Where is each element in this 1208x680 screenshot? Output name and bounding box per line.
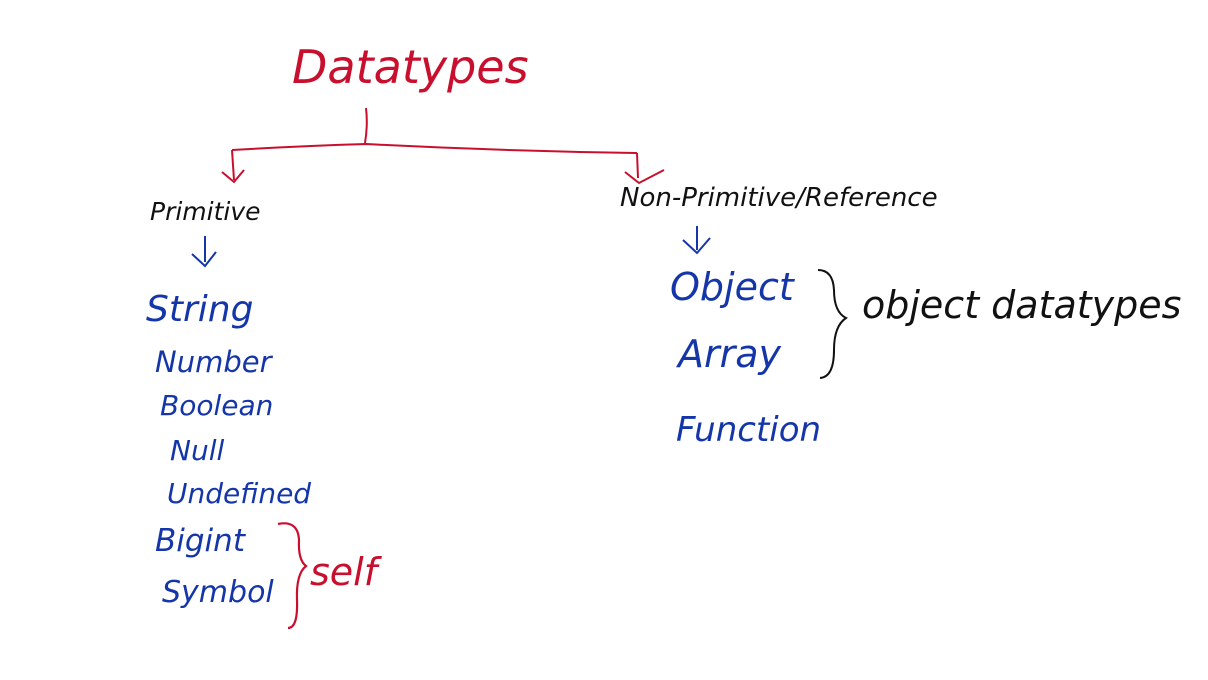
self-note: self	[310, 550, 378, 594]
arrow-non-primitive-list	[682, 226, 711, 255]
primitive-item: Undefined	[167, 477, 312, 510]
primitive-item: Number	[155, 345, 272, 379]
primitive-heading: Primitive	[150, 197, 261, 226]
non-primitive-item: Object	[670, 265, 794, 309]
non-primitive-item: Array	[678, 332, 782, 376]
arrow-primitive-list	[191, 236, 217, 268]
diagram-title: Datatypes	[292, 40, 529, 94]
primitive-item: String	[146, 289, 254, 330]
object-datatypes-note: object datatypes	[862, 283, 1182, 327]
non-primitive-heading: Non-Primitive/Reference	[620, 183, 938, 213]
non-primitive-item: Function	[676, 410, 822, 450]
primitive-item: Boolean	[160, 389, 274, 422]
primitive-item: Null	[170, 434, 225, 467]
arrow-to-non-primitive	[636, 152, 639, 179]
title-stem	[364, 107, 368, 144]
primitive-item: Symbol	[162, 575, 274, 610]
primitive-item: Bigint	[155, 523, 245, 559]
object-datatypes-brace	[817, 269, 848, 379]
arrow-to-primitive	[231, 149, 235, 181]
self-brace	[277, 522, 308, 630]
branch-line	[231, 142, 638, 154]
